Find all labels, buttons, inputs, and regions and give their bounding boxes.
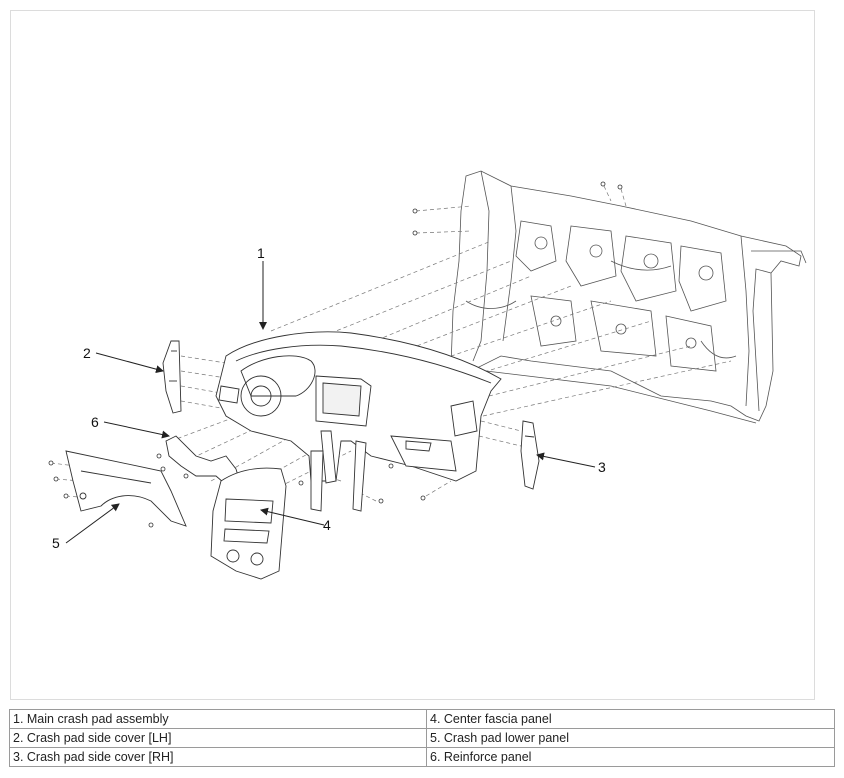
legend-row: 2. Crash pad side cover [LH] 5. Crash pa… <box>9 728 835 748</box>
crash-pad-side-cover-lh <box>162 340 182 414</box>
legend-cell-left: 2. Crash pad side cover [LH] <box>9 728 427 748</box>
vehicle-body-structure <box>450 170 807 424</box>
legend-row: 1. Main crash pad assembly 4. Center fas… <box>9 709 835 729</box>
legend-cell-right: 5. Crash pad lower panel <box>426 728 835 748</box>
legend-item-1: 1. Main crash pad assembly <box>13 712 169 726</box>
crash-pad-lower-panel <box>65 450 187 527</box>
legend-cell-left: 1. Main crash pad assembly <box>9 709 427 729</box>
callout-4: 4 <box>323 517 331 533</box>
callout-6: 6 <box>91 414 99 430</box>
exploded-diagram: 1 2 3 4 5 6 <box>10 10 815 700</box>
legend-cell-right: 4. Center fascia panel <box>426 709 835 729</box>
legend-row: 3. Crash pad side cover [RH] 6. Reinforc… <box>9 747 835 767</box>
legend-item-2: 2. Crash pad side cover [LH] <box>13 731 172 745</box>
diagram-drawing: 1 2 3 4 5 6 <box>48 170 807 580</box>
legend-cell-left: 3. Crash pad side cover [RH] <box>9 747 427 767</box>
legend-item-3: 3. Crash pad side cover [RH] <box>13 750 174 764</box>
callout-1: 1 <box>257 245 265 261</box>
main-crash-pad-assembly <box>215 331 502 512</box>
fastener-screws <box>48 181 623 528</box>
legend-item-5: 5. Crash pad lower panel <box>430 731 569 745</box>
legend-item-6: 6. Reinforce panel <box>430 750 532 764</box>
callout-leaders <box>65 261 596 544</box>
crash-pad-side-cover-rh <box>520 420 540 490</box>
center-fascia-panel <box>210 467 287 580</box>
callout-2: 2 <box>83 345 91 361</box>
callout-3: 3 <box>598 459 606 475</box>
legend-cell-right: 6. Reinforce panel <box>426 747 835 767</box>
legend-item-4: 4. Center fascia panel <box>430 712 552 726</box>
callout-5: 5 <box>52 535 60 551</box>
parts-legend-table: 1. Main crash pad assembly 4. Center fas… <box>9 709 835 767</box>
